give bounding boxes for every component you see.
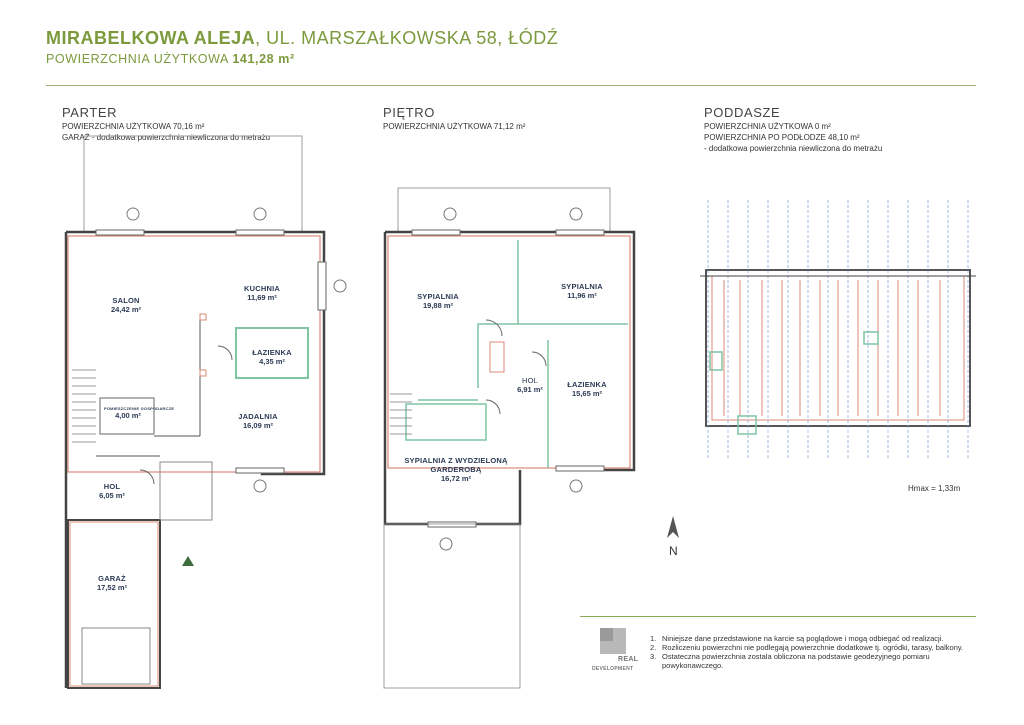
poddasze-info: POWIERZCHNIA UŻYTKOWA 0 m² POWIERZCHNIA …: [704, 121, 882, 154]
room-name: HOL: [103, 482, 121, 491]
pietro-info: POWIERZCHNIA UŻYTKOWA 71,12 m²: [383, 121, 525, 132]
room-name: ŁAZIENKA: [567, 380, 607, 389]
room-area: 6,91 m²: [517, 385, 543, 394]
room-area: 4,35 m²: [259, 357, 285, 366]
poddasze-title: PODDASZE: [704, 105, 781, 120]
hmax-label: Hmax = 1,33m: [908, 484, 961, 493]
room-name: GARAŻ: [98, 574, 126, 583]
poddasze-floor-area: POWIERZCHNIA PO PODŁODZE 48,10 m²: [704, 133, 860, 142]
pietro-title: PIĘTRO: [383, 105, 435, 120]
room-area: 6,05 m²: [99, 491, 125, 500]
note-text: powykonawczego.: [662, 661, 724, 670]
north-label: N: [669, 544, 678, 558]
room-area: 11,69 m²: [247, 293, 277, 302]
parter-plan: [64, 135, 347, 689]
logo-text-real: REAL: [618, 656, 639, 663]
note-item: 3. Ostateczna powierzchnia zostala oblicz…: [650, 652, 963, 661]
total-area: POWIERZCHNIA UŻYTKOWA 141,28 m²: [46, 52, 295, 66]
parter-info: POWIERZCHNIA UŻYTKOWA 70,16 m² GARAŻ - d…: [62, 121, 270, 143]
note-text: Rozliczeniu powierzchni nie podlegają po…: [662, 643, 964, 652]
room-name: POMIESZCZENIE GOSPODARCZE: [104, 406, 175, 411]
room-area: 16,72 m²: [440, 474, 472, 483]
room-name-line2: GARDEROBĄ: [430, 465, 482, 474]
note-number: 1.: [650, 634, 657, 643]
room-area: 16,09 m²: [242, 421, 274, 430]
room-area: 11,96 m²: [567, 291, 597, 300]
notes-list: 1. Niniejsze dane przedstawione na karcie…: [650, 634, 963, 670]
room-name: SYPIALNIA: [561, 282, 603, 291]
poddasze-note: - dodatkowa powierzchnia niewliczona do …: [704, 144, 883, 153]
parter-garage-note: GARAŻ - dodatkowa powierzchnia niewliczo…: [62, 133, 271, 142]
logo-text-development: DEVELOPMENT: [592, 666, 634, 672]
total-area-value: 141,28 m²: [232, 52, 295, 66]
room-area: 24,42 m²: [110, 305, 142, 314]
real-development-logo: [600, 628, 626, 654]
room-name: SALON: [112, 296, 140, 305]
room-area: 15,65 m²: [571, 389, 603, 398]
note-item: 1. Niniejsze dane przedstawione na karcie…: [650, 634, 963, 643]
note-number: 2.: [650, 643, 657, 652]
note-number: 3.: [650, 652, 657, 661]
room-name: JADALNIA: [238, 412, 278, 421]
pietro-area: POWIERZCHNIA UŻYTKOWA 71,12 m²: [383, 122, 526, 131]
room-name: SYPIALNIA Z WYDZIELONĄ: [404, 456, 508, 465]
note-text: Ostateczna powierzchnia zostala obliczon…: [662, 652, 930, 661]
project-name: MIRABELKOWA ALEJA: [46, 28, 256, 48]
note-item: 2. Rozliczeniu powierzchni nie podlegają …: [650, 643, 963, 652]
parter-area: POWIERZCHNIA UŻYTKOWA 70,16 m²: [62, 122, 205, 131]
poddasze-plan: [700, 200, 976, 460]
room-name: KUCHNIA: [244, 284, 280, 293]
room-area: 4,00 m²: [115, 411, 141, 420]
header-divider: [46, 85, 976, 86]
room-name: SYPIALNIA: [417, 292, 459, 301]
poddasze-area: POWIERZCHNIA UŻYTKOWA 0 m²: [704, 122, 831, 131]
note-text: Niniejsze dane przedstawione na karcie s…: [662, 634, 944, 643]
project-address: , UL. MARSZAŁKOWSKA 58, ŁÓDŹ: [255, 28, 559, 48]
notes-divider: [580, 616, 976, 617]
north-arrow-icon: [667, 516, 679, 538]
pietro-plan: [383, 187, 636, 689]
room-name: HOL: [521, 376, 539, 385]
note-item: powykonawczego.: [650, 661, 963, 670]
room-area: 19,88 m²: [422, 301, 454, 310]
parter-title: PARTER: [62, 105, 118, 120]
total-area-label: POWIERZCHNIA UŻYTKOWA: [46, 52, 229, 66]
room-name: ŁAZIENKA: [252, 348, 292, 357]
project-title: MIRABELKOWA ALEJA, UL. MARSZAŁKOWSKA 58,…: [46, 28, 558, 49]
room-area: 17,52 m²: [96, 583, 128, 592]
